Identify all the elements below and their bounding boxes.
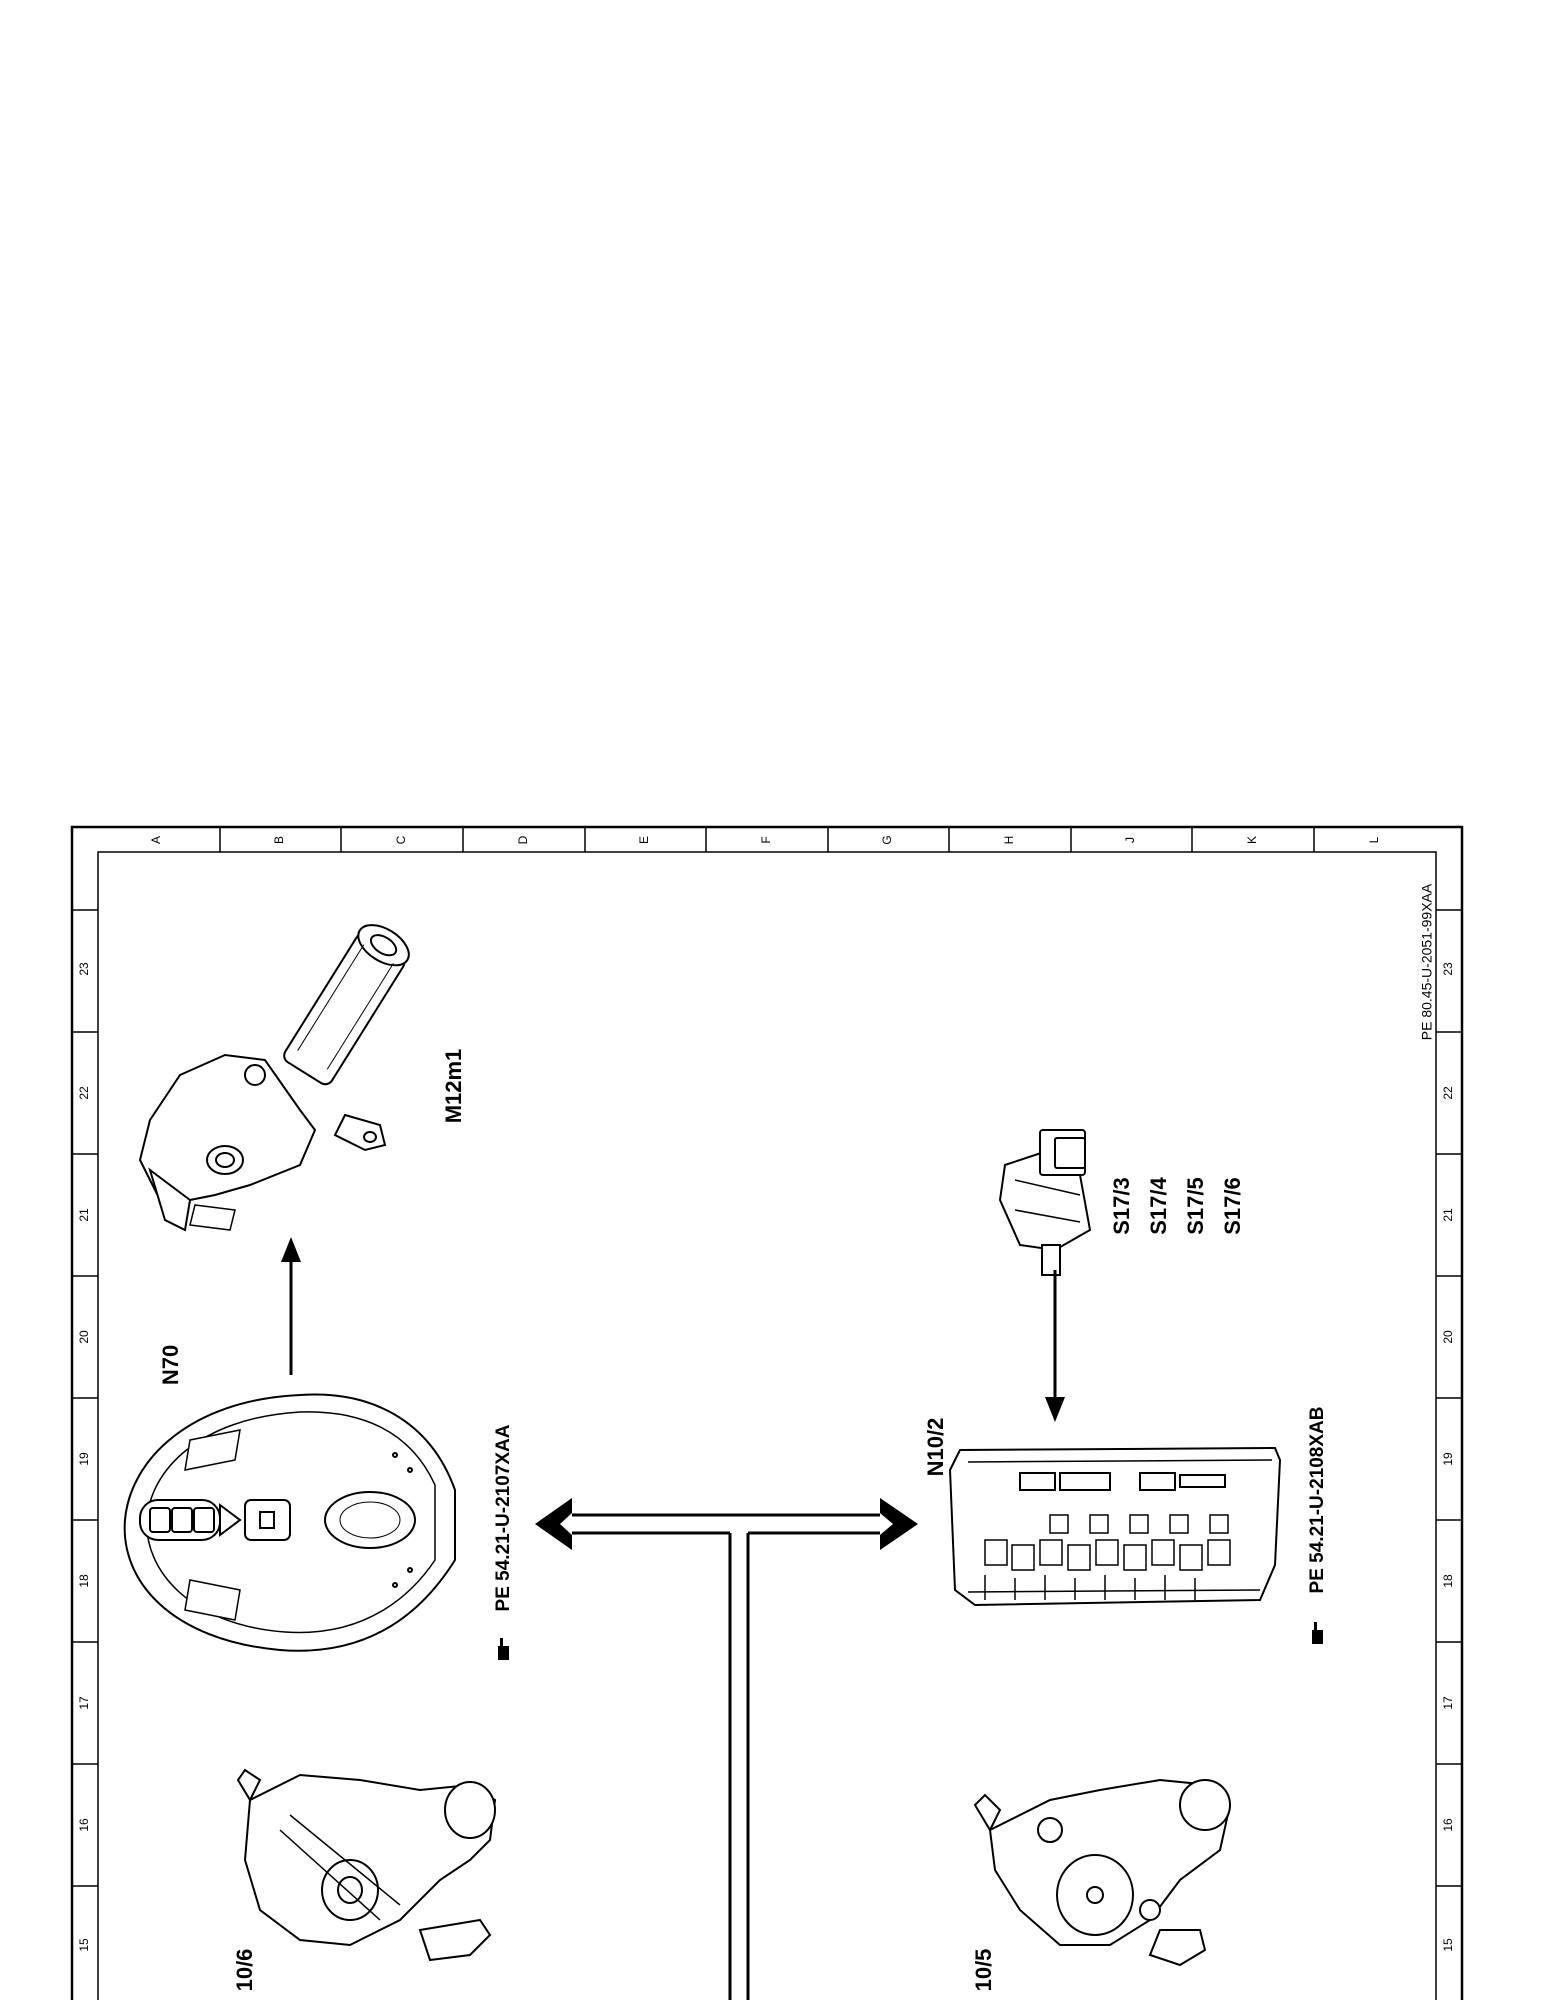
grid-number: 19 (1441, 1452, 1455, 1466)
sheet-frame (70, 825, 1464, 2000)
arrow-s17-to-n10-2 (1045, 1270, 1065, 1422)
grid-number: 16 (77, 1818, 91, 1832)
label-m12m1: M12m1 (441, 1049, 466, 1124)
reference-n10-2-text: PE 54.21-U-2108XAB (1307, 1407, 1328, 1594)
grid-number: 19 (77, 1452, 91, 1466)
grid-number: 15 (1441, 1938, 1455, 1952)
motor-10-6-drawing (236, 1768, 497, 1962)
arrow-n70-to-m12m1 (281, 1237, 301, 1375)
grid-letter: C (394, 835, 408, 844)
grid-number: 15 (77, 1938, 91, 1952)
reference-n70: PE 54.21-U-2107XAA (493, 1424, 514, 1660)
pointing-hand-icon (498, 1638, 509, 1660)
control-panel-n70-drawing (123, 1393, 456, 1652)
grid-number: 20 (1441, 1330, 1455, 1344)
label-n70: N70 (158, 1345, 183, 1385)
label-s17-5: S17/5 (1183, 1177, 1208, 1235)
grid-number: 22 (1441, 1086, 1455, 1100)
bus-arrow-left (535, 1498, 572, 1550)
motor-m12m1-drawing (138, 924, 410, 1232)
document-reference: PE 80.45-U-2051-99XAA (1419, 883, 1435, 1040)
grid-row-numbers-right: 23 22 21 20 19 18 17 16 15 (1441, 962, 1455, 1952)
grid-number: 23 (77, 962, 91, 976)
label-s17-6: S17/6 (1220, 1177, 1245, 1235)
grid-letter: E (637, 836, 651, 844)
grid-number: 23 (1441, 962, 1455, 976)
label-10-5: 10/5 (971, 1949, 996, 1992)
pointing-hand-icon (1312, 1622, 1323, 1644)
grid-number: 17 (77, 1696, 91, 1710)
label-10-6: 10/6 (232, 1949, 257, 1992)
grid-letter: B (272, 836, 286, 844)
grid-number: 17 (1441, 1696, 1455, 1710)
motor-10-5-drawing (973, 1778, 1232, 1967)
grid-letter: K (1245, 836, 1259, 844)
grid-number: 16 (1441, 1818, 1455, 1832)
label-s17-3: S17/3 (1109, 1177, 1134, 1235)
module-n10-2-drawing (948, 1446, 1282, 1607)
bus-connection (570, 1513, 882, 2000)
bus-arrow-right (880, 1498, 918, 1550)
switch-labels-s17: S17/3 S17/4 S17/5 S17/6 (1109, 1176, 1245, 1234)
grid-number: 21 (77, 1208, 91, 1222)
grid-letter: F (759, 836, 773, 843)
switch-s17-drawing (998, 1129, 1092, 1276)
grid-number: 20 (77, 1330, 91, 1344)
grid-letter: L (1367, 836, 1381, 843)
grid-letter: A (149, 836, 163, 844)
grid-number: 18 (77, 1574, 91, 1588)
grid-letter: D (516, 835, 530, 844)
grid-column-letters: A B C D E F G H J K L (149, 835, 1381, 844)
grid-row-numbers-left: 23 22 21 20 19 18 17 16 15 (77, 962, 91, 1952)
reference-n10-2: PE 54.21-U-2108XAB (1307, 1407, 1328, 1644)
grid-letter: G (880, 835, 894, 844)
grid-letter: J (1123, 837, 1137, 843)
label-n10-2: N10/2 (923, 1418, 948, 1477)
reference-n70-text: PE 54.21-U-2107XAA (493, 1424, 514, 1611)
grid-letter: H (1002, 836, 1016, 845)
grid-number: 18 (1441, 1574, 1455, 1588)
label-s17-4: S17/4 (1146, 1176, 1171, 1234)
grid-number: 21 (1441, 1208, 1455, 1222)
grid-number: 22 (77, 1086, 91, 1100)
